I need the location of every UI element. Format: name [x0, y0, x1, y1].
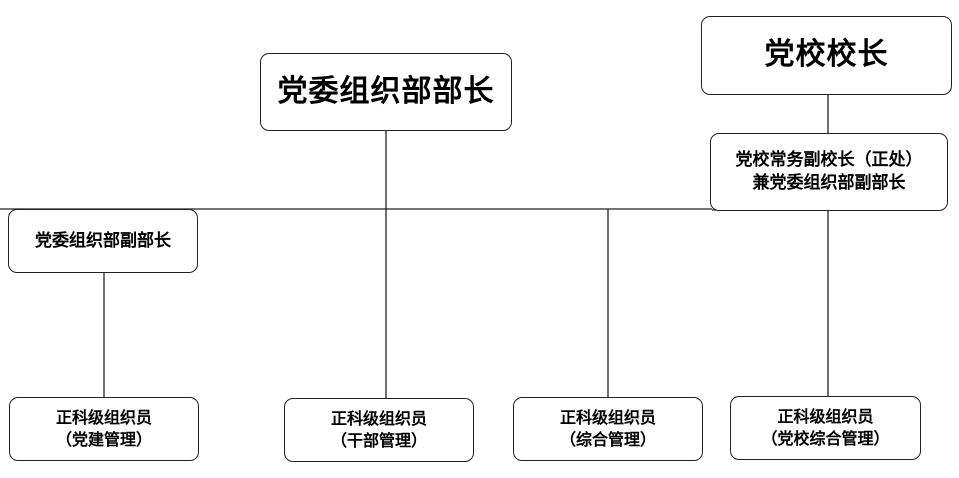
org-department-head-box: 党委组织部部长 [260, 53, 512, 131]
party-school-exec-vice-box: 党校常务副校长（正处） 兼党委组织部副部长 [710, 133, 948, 211]
org-department-deputy-label: 党委组织部副部长 [35, 230, 171, 251]
party-school-exec-vice-line1: 党校常务副校长（正处） [735, 150, 923, 171]
staff-party-building-line1: 正科级组织员 [55, 408, 152, 428]
staff-party-building-line2: （党建管理） [55, 430, 152, 449]
staff-general-box: 正科级组织员 （综合管理） [513, 397, 703, 461]
party-school-exec-vice-line2: 兼党委组织部副部长 [752, 173, 906, 193]
party-school-head-box: 党校校长 [701, 16, 952, 95]
staff-general-line1: 正科级组织员 [559, 408, 656, 428]
staff-party-school-line1: 正科级组织员 [777, 407, 874, 427]
staff-cadre-line1: 正科级组织员 [330, 409, 427, 429]
org-department-head-label: 党委组织部部长 [277, 73, 495, 109]
org-department-deputy-box: 党委组织部副部长 [8, 209, 198, 273]
party-school-head-label: 党校校长 [764, 37, 889, 73]
staff-cadre-line2: （干部管理） [330, 431, 427, 450]
staff-party-school-box: 正科级组织员 （党校综合管理） [730, 396, 921, 460]
staff-party-school-line2: （党校综合管理） [761, 429, 890, 448]
staff-cadre-box: 正科级组织员 （干部管理） [284, 398, 474, 462]
staff-party-building-box: 正科级组织员 （党建管理） [9, 397, 199, 461]
staff-general-line2: （综合管理） [559, 430, 656, 449]
